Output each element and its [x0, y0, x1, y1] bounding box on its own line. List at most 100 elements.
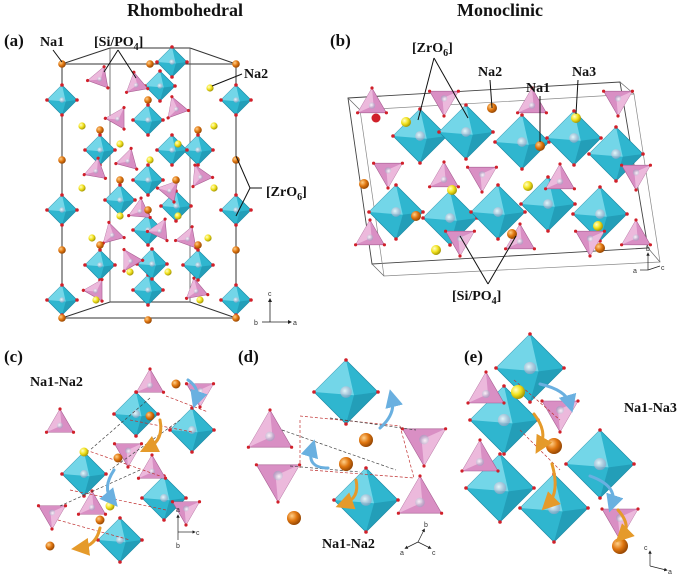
- axis-label-a: a: [293, 320, 297, 327]
- label-zro6: [ZrO6]: [412, 41, 453, 59]
- na2-atom: [523, 181, 533, 191]
- sipo4-tetrahedron: [122, 248, 145, 273]
- bond-line: [309, 469, 415, 479]
- panel-a-tag: (a): [4, 31, 24, 50]
- na2-atom: [210, 122, 218, 130]
- zro6-octahedron: [312, 358, 380, 426]
- panel-d-na1-na2-monoclinic: (d) Na1-Na2 b a c: [238, 347, 448, 557]
- bond-line: [69, 489, 167, 511]
- panel-a-rhombohedral: (a) Na1 [Si/PO4] Na2 [ZrO6] c b a: [4, 31, 307, 327]
- zro6-octahedron: [332, 466, 400, 534]
- zro6-octahedron: [391, 107, 449, 165]
- panel-e-na1-na3: (e) Na1-Na3 c a: [460, 332, 677, 576]
- sipo4-tetrahedron: [145, 217, 169, 243]
- axis-label-a: a: [668, 569, 672, 576]
- axis-label-a: a: [633, 268, 637, 275]
- label-na1-na3: Na1-Na3: [624, 401, 677, 416]
- zro6-octahedron: [83, 248, 117, 282]
- label-sipo4: [Si/PO4]: [452, 289, 501, 307]
- na1-atom: [45, 541, 55, 551]
- na2-atom: [146, 156, 154, 164]
- axis-label-b: b: [176, 543, 180, 550]
- sipo4-tetrahedron: [103, 106, 126, 131]
- sipo4-tetrahedron: [428, 89, 460, 118]
- na1-atom: [595, 243, 605, 253]
- leader-na3: [575, 79, 579, 115]
- axis-label-a: a: [176, 507, 180, 514]
- na1-atom: [507, 229, 517, 239]
- na2-atom: [78, 122, 86, 130]
- bond-line: [281, 429, 397, 471]
- leader-sipo4-1: [459, 235, 489, 285]
- leader-na2: [489, 79, 493, 109]
- axis-label-c: c: [661, 265, 665, 272]
- migration-arrow-orange: [532, 412, 553, 454]
- na2-atom: [116, 140, 124, 148]
- zro6-octahedron: [96, 516, 144, 564]
- label-na2: Na2: [478, 65, 502, 80]
- na2-atom: [571, 113, 581, 123]
- axis-triad-a: c b a: [254, 291, 297, 327]
- zro6-octahedron: [131, 273, 165, 307]
- na2-atom: [401, 117, 411, 127]
- zro6-octahedron: [45, 283, 79, 317]
- sipo4-tetrahedron: [184, 382, 216, 409]
- leader-zro6-1: [417, 57, 435, 121]
- sipo4-tetrahedron: [76, 489, 108, 516]
- sipo4-tetrahedron: [124, 70, 150, 94]
- na2-atom: [210, 184, 218, 192]
- na2-atom: [164, 268, 172, 276]
- na1-atom: [172, 176, 180, 184]
- na1-atom: [58, 60, 66, 68]
- label-sipo4: [Si/PO4]: [94, 35, 143, 53]
- zro6-octahedron: [131, 163, 165, 197]
- bond-line: [109, 419, 181, 471]
- na1-atom: [232, 60, 240, 68]
- zro6-octahedron: [469, 183, 527, 241]
- axis-triad-e: c a: [644, 545, 672, 576]
- na2-atom: [116, 212, 124, 220]
- label-na1-na2: Na1-Na2: [322, 537, 375, 552]
- na1-atom: [113, 453, 123, 463]
- migration-arrow-orange: [335, 478, 359, 510]
- sipo4-tetrahedron: [460, 438, 500, 473]
- sipo4-tetrahedron: [466, 165, 498, 194]
- migration-arrow-blue: [538, 382, 577, 413]
- axis-label-b: b: [254, 320, 258, 327]
- na2-atom: [204, 234, 212, 242]
- na1-atom: [171, 379, 181, 389]
- na1-atom: [58, 156, 66, 164]
- sipo4-tetrahedron: [466, 370, 506, 405]
- na2-atom: [174, 140, 182, 148]
- sipo4-tetrahedron: [246, 408, 294, 449]
- sipo4-tetrahedron: [254, 463, 302, 504]
- sipo4-tetrahedron: [372, 161, 404, 190]
- sipo4-tetrahedron: [544, 162, 577, 191]
- sipo4-tetrahedron: [82, 156, 108, 180]
- zro6-octahedron: [60, 450, 108, 498]
- sipo4-tetrahedron: [516, 86, 549, 115]
- leader-na1: [52, 49, 63, 63]
- label-na1-na2: Na1-Na2: [30, 375, 83, 390]
- sipo4-tetrahedron: [620, 218, 653, 247]
- axis-label-b: b: [646, 246, 650, 253]
- zro6-octahedron: [135, 247, 169, 281]
- na2-atom: [196, 296, 204, 304]
- sipo4-tetrahedron: [134, 367, 166, 394]
- migration-arrow-blue: [186, 378, 208, 409]
- na1-atom: [95, 515, 105, 525]
- na1-atom: [144, 96, 152, 104]
- zro6-octahedron: [143, 69, 177, 103]
- sipo4-tetrahedron: [396, 474, 444, 515]
- na2-atom: [126, 268, 134, 276]
- na2-atom: [92, 296, 100, 304]
- na2-atom: [447, 185, 457, 195]
- na1-atom: [145, 411, 155, 421]
- sipo4-tetrahedron: [573, 229, 606, 258]
- na2-atom: [174, 212, 182, 220]
- na1-atom: [411, 211, 421, 221]
- zro6-octahedron: [219, 193, 253, 227]
- axis-triad-c: a c b: [176, 507, 200, 550]
- na1-atom: [546, 438, 562, 454]
